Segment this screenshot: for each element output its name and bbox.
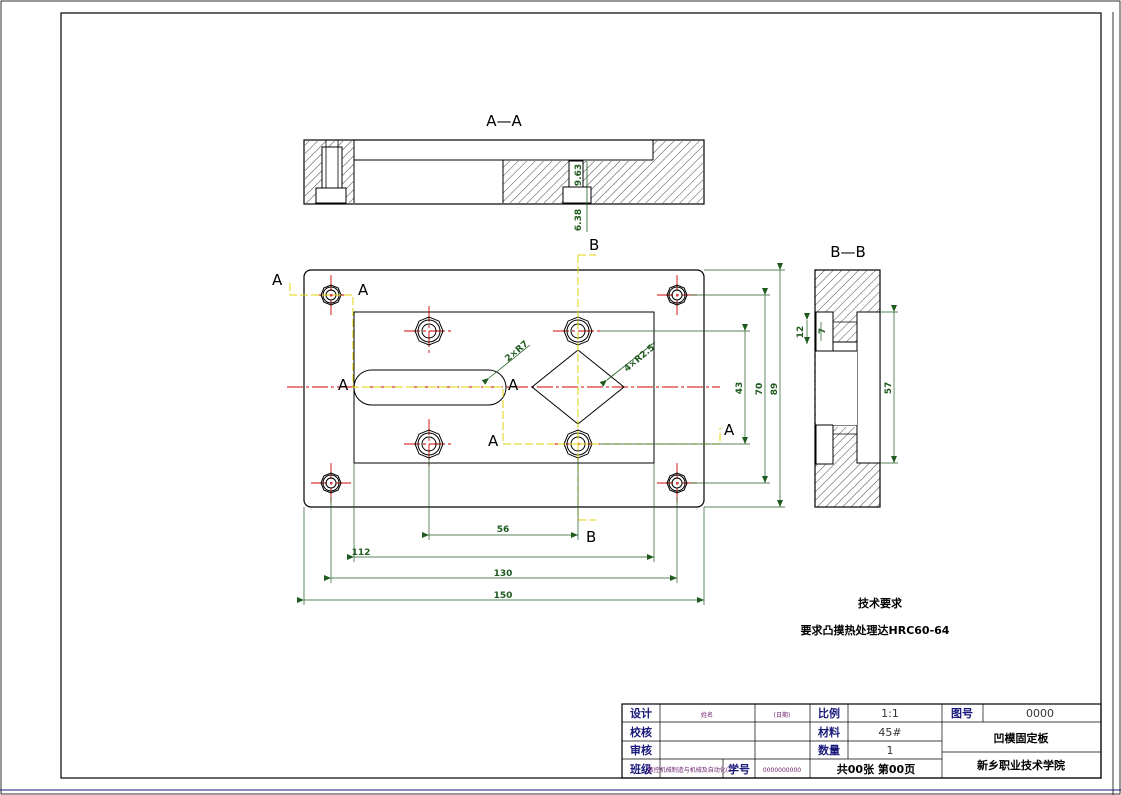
cut-label-a3: A [338,376,349,394]
tech-req-text: 要求凸摸热处理达HRC60-64 [801,623,950,637]
dim-bb-57: 57 [884,382,894,395]
tb-design-name: 姓名 [701,711,713,719]
tb-review-label: 审核 [630,743,652,757]
section-aa-title: A—A [486,112,522,130]
dim-112: 112 [352,548,371,558]
tb-scale-label: 比例 [818,706,840,720]
dim-43: 43 [735,382,745,395]
tb-student-no: 0000000000 [763,767,801,774]
dim-130: 130 [494,569,513,579]
tb-date: (日期) [774,711,791,719]
vertical-dim-lines [600,263,785,508]
tb-sheets: 共00张 第00页 [837,762,915,776]
tb-student-no-label: 学号 [728,762,750,776]
tb-drawing-no: 0000 [1026,707,1054,720]
cut-label-a2: A [358,281,369,299]
section-bb-view: B—B 12 7 57 [796,243,898,508]
title-block: 设计 姓名 (日期) 校核 审核 班级 数控机械制造与机械及自动化(3) 学号 … [621,703,1102,779]
cutting-planes [289,254,721,521]
plan-view: A A A A A A B B 2×R7 4×R2.5 43 70 89 [272,236,785,605]
dim-slot-radius: 2×R7 [504,339,531,364]
tb-part-name: 凹模固定板 [994,731,1050,745]
cut-label-a4: A [508,376,519,394]
dim-963: 9.63 [574,164,584,186]
tb-class-value: 数控机械制造与机械及自动化(3) [648,766,735,774]
tb-material-value: 45# [878,726,901,739]
cut-label-a1: A [272,271,283,289]
horizontal-dim-lines [297,458,705,605]
dim-bb-7: 7 [818,328,828,334]
dim-150: 150 [494,591,513,601]
dim-70: 70 [755,383,765,396]
dim-56: 56 [497,525,510,535]
tb-design-label: 设计 [630,706,652,720]
dim-89: 89 [770,383,780,396]
tb-material-label: 材料 [818,725,840,739]
cut-label-b2: B [586,528,596,546]
tb-qty-label: 数量 [818,743,840,757]
tech-req-title: 技术要求 [858,596,903,610]
drawing-frame [60,12,1102,779]
dim-638: 6.38 [574,209,584,231]
tb-qty-value: 1 [887,744,894,757]
tb-scale-value: 1:1 [881,707,899,720]
cut-label-a5: A [488,432,499,450]
tb-class-label: 班级 [630,762,653,776]
cut-label-b1: B [589,236,599,254]
tb-drawing-no-label: 图号 [951,707,973,720]
plate-outline [303,269,705,508]
section-bb-title: B—B [830,243,866,261]
cut-label-a6: A [724,421,735,439]
dim-bb-12: 12 [796,326,806,339]
tb-school: 新乡职业技术学院 [977,758,1065,772]
tb-check-label: 校核 [630,725,652,739]
section-aa-view: A—A 9.63 6.38 [303,112,705,232]
dim-corner-radius: 4×R2.5 [623,343,658,374]
